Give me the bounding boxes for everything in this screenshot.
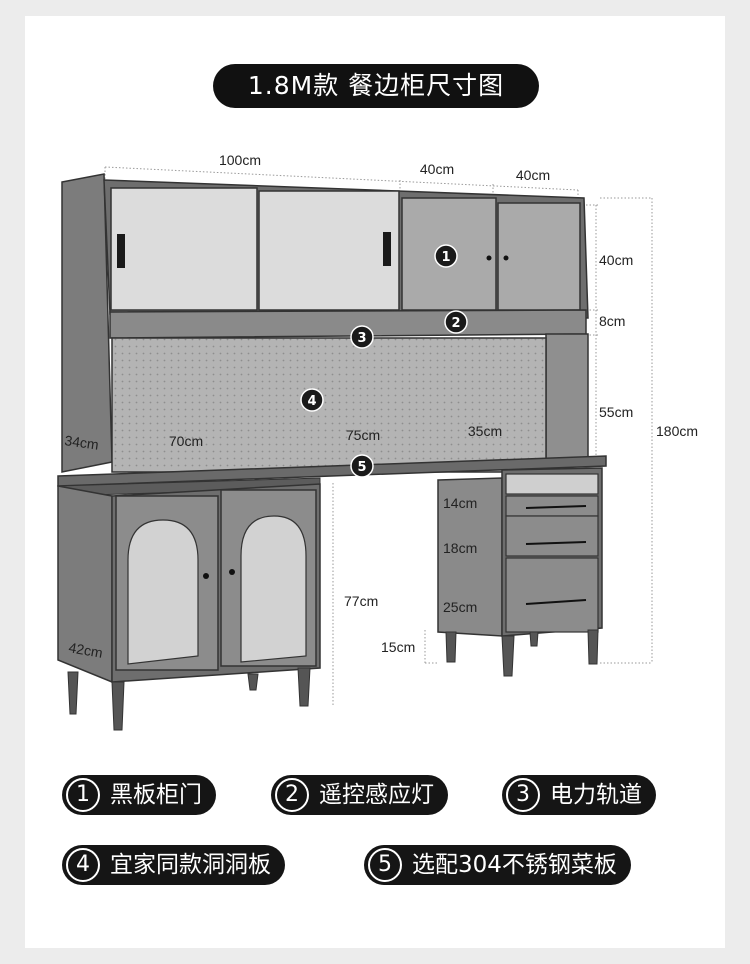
dim-shelf-height: 8cm [599,313,625,329]
worktop [57,455,607,487]
dim-leg-height: 15cm [381,639,415,655]
page-title: 1.8M款 餐边柜尺寸图 [213,64,539,108]
legend-label-4: 宜家同款洞洞板 [110,852,271,878]
svg-text:2: 2 [451,316,460,331]
cabinet-door [497,202,581,311]
dim-worktop-left: 70cm [169,433,203,449]
legend-item-3: 3 电力轨道 [502,775,656,815]
dim-top-width-1: 100cm [219,152,261,168]
dim-side-depth-lower: 42cm [67,639,103,661]
svg-text:4: 4 [307,394,316,409]
light-shelf [109,309,587,339]
dim-pegboard-height: 55cm [599,404,633,420]
marker-4: 4 [300,388,324,412]
legend-item-4: 4 宜家同款洞洞板 [62,845,285,885]
sliding-door-right [258,190,400,311]
marker-5: 5 [350,454,374,478]
legend-label-1: 黑板柜门 [110,782,202,808]
marker-2: 2 [444,310,468,334]
dim-upper-height: 40cm [599,252,633,268]
dim-total-height: 180cm [656,423,698,439]
legend-item-5: 5 选配304不锈钢菜板 [364,845,631,885]
svg-text:1: 1 [441,250,450,265]
legend-number-1: 1 [66,778,100,812]
legend-label-2: 遥控感应灯 [319,782,434,808]
svg-text:5: 5 [357,460,366,475]
sliding-door-left [110,187,258,311]
legend-number-5: 5 [368,848,402,882]
dim-side-depth-upper: 34cm [64,432,100,453]
legend-item-2: 2 遥控感应灯 [271,775,448,815]
legend-label-3: 电力轨道 [550,782,642,808]
legend-label-5: 选配304不锈钢菜板 [412,852,617,878]
legend-number-3: 3 [506,778,540,812]
marker-3: 3 [350,325,374,349]
legend-item-1: 1 黑板柜门 [62,775,216,815]
dim-top-width-3: 40cm [516,167,550,183]
dim-drawer-2: 18cm [443,540,477,556]
dim-worktop-middle: 75cm [346,427,380,443]
marker-1: 1 [434,244,458,268]
pegboard [111,337,547,473]
legend-number-4: 4 [66,848,100,882]
door-handle-icon [117,234,125,268]
dim-top-width-2: 40cm [420,161,454,177]
drawer-top [505,473,599,495]
svg-text:3: 3 [357,331,366,346]
dim-drawer-3: 25cm [443,599,477,615]
drawer-bottom [505,557,599,633]
drawer-middle [505,515,599,557]
dim-worktop-right: 35cm [468,423,502,439]
dim-drawer-1: 14cm [443,495,477,511]
door-handle-icon [383,232,391,266]
legend-number-2: 2 [275,778,309,812]
dim-desk-height: 77cm [344,593,378,609]
